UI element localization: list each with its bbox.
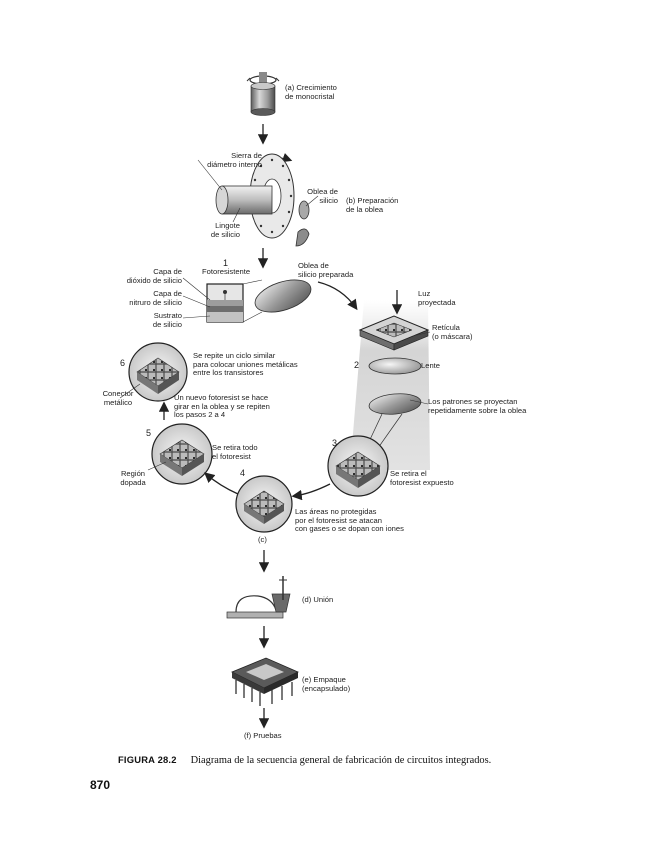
crystal-growth-icon xyxy=(246,72,280,116)
wafer-layers-detail xyxy=(206,279,263,323)
label-c: (c) xyxy=(258,535,267,544)
step5-circle xyxy=(151,423,213,485)
step-2-number: 2 xyxy=(354,360,360,370)
label-lens: Lente xyxy=(421,361,441,370)
label-packaging: (e) Empaque(encapsulado) xyxy=(302,675,351,693)
chip-package-icon xyxy=(231,657,299,706)
label-photoresist: Fotoresistente xyxy=(202,267,251,276)
step-4-number: 4 xyxy=(240,468,246,478)
step-5-number: 5 xyxy=(146,428,152,438)
prepared-wafer-icon xyxy=(254,279,312,313)
step6-circle xyxy=(128,342,188,402)
bonding-icon xyxy=(226,576,291,619)
step3-circle xyxy=(327,435,389,497)
figure-caption: FIGURA 28.2 Diagrama de la secuencia gene… xyxy=(118,754,491,766)
step4-circle xyxy=(235,475,293,533)
step-6-number: 6 xyxy=(120,358,126,368)
page-number: 870 xyxy=(90,778,111,792)
step-1-number: 1 xyxy=(223,258,229,268)
figure-number: FIGURA 28.2 xyxy=(118,754,177,765)
label-bonding: (d) Unión xyxy=(302,595,334,604)
caption-text: Diagrama de la secuencia general de fabr… xyxy=(190,755,492,766)
label-testing: (f) Pruebas xyxy=(244,731,282,740)
step-3-number: 3 xyxy=(332,438,338,448)
photolithography-column xyxy=(350,290,430,470)
label-reticle: Retícula(o máscara) xyxy=(432,323,473,341)
